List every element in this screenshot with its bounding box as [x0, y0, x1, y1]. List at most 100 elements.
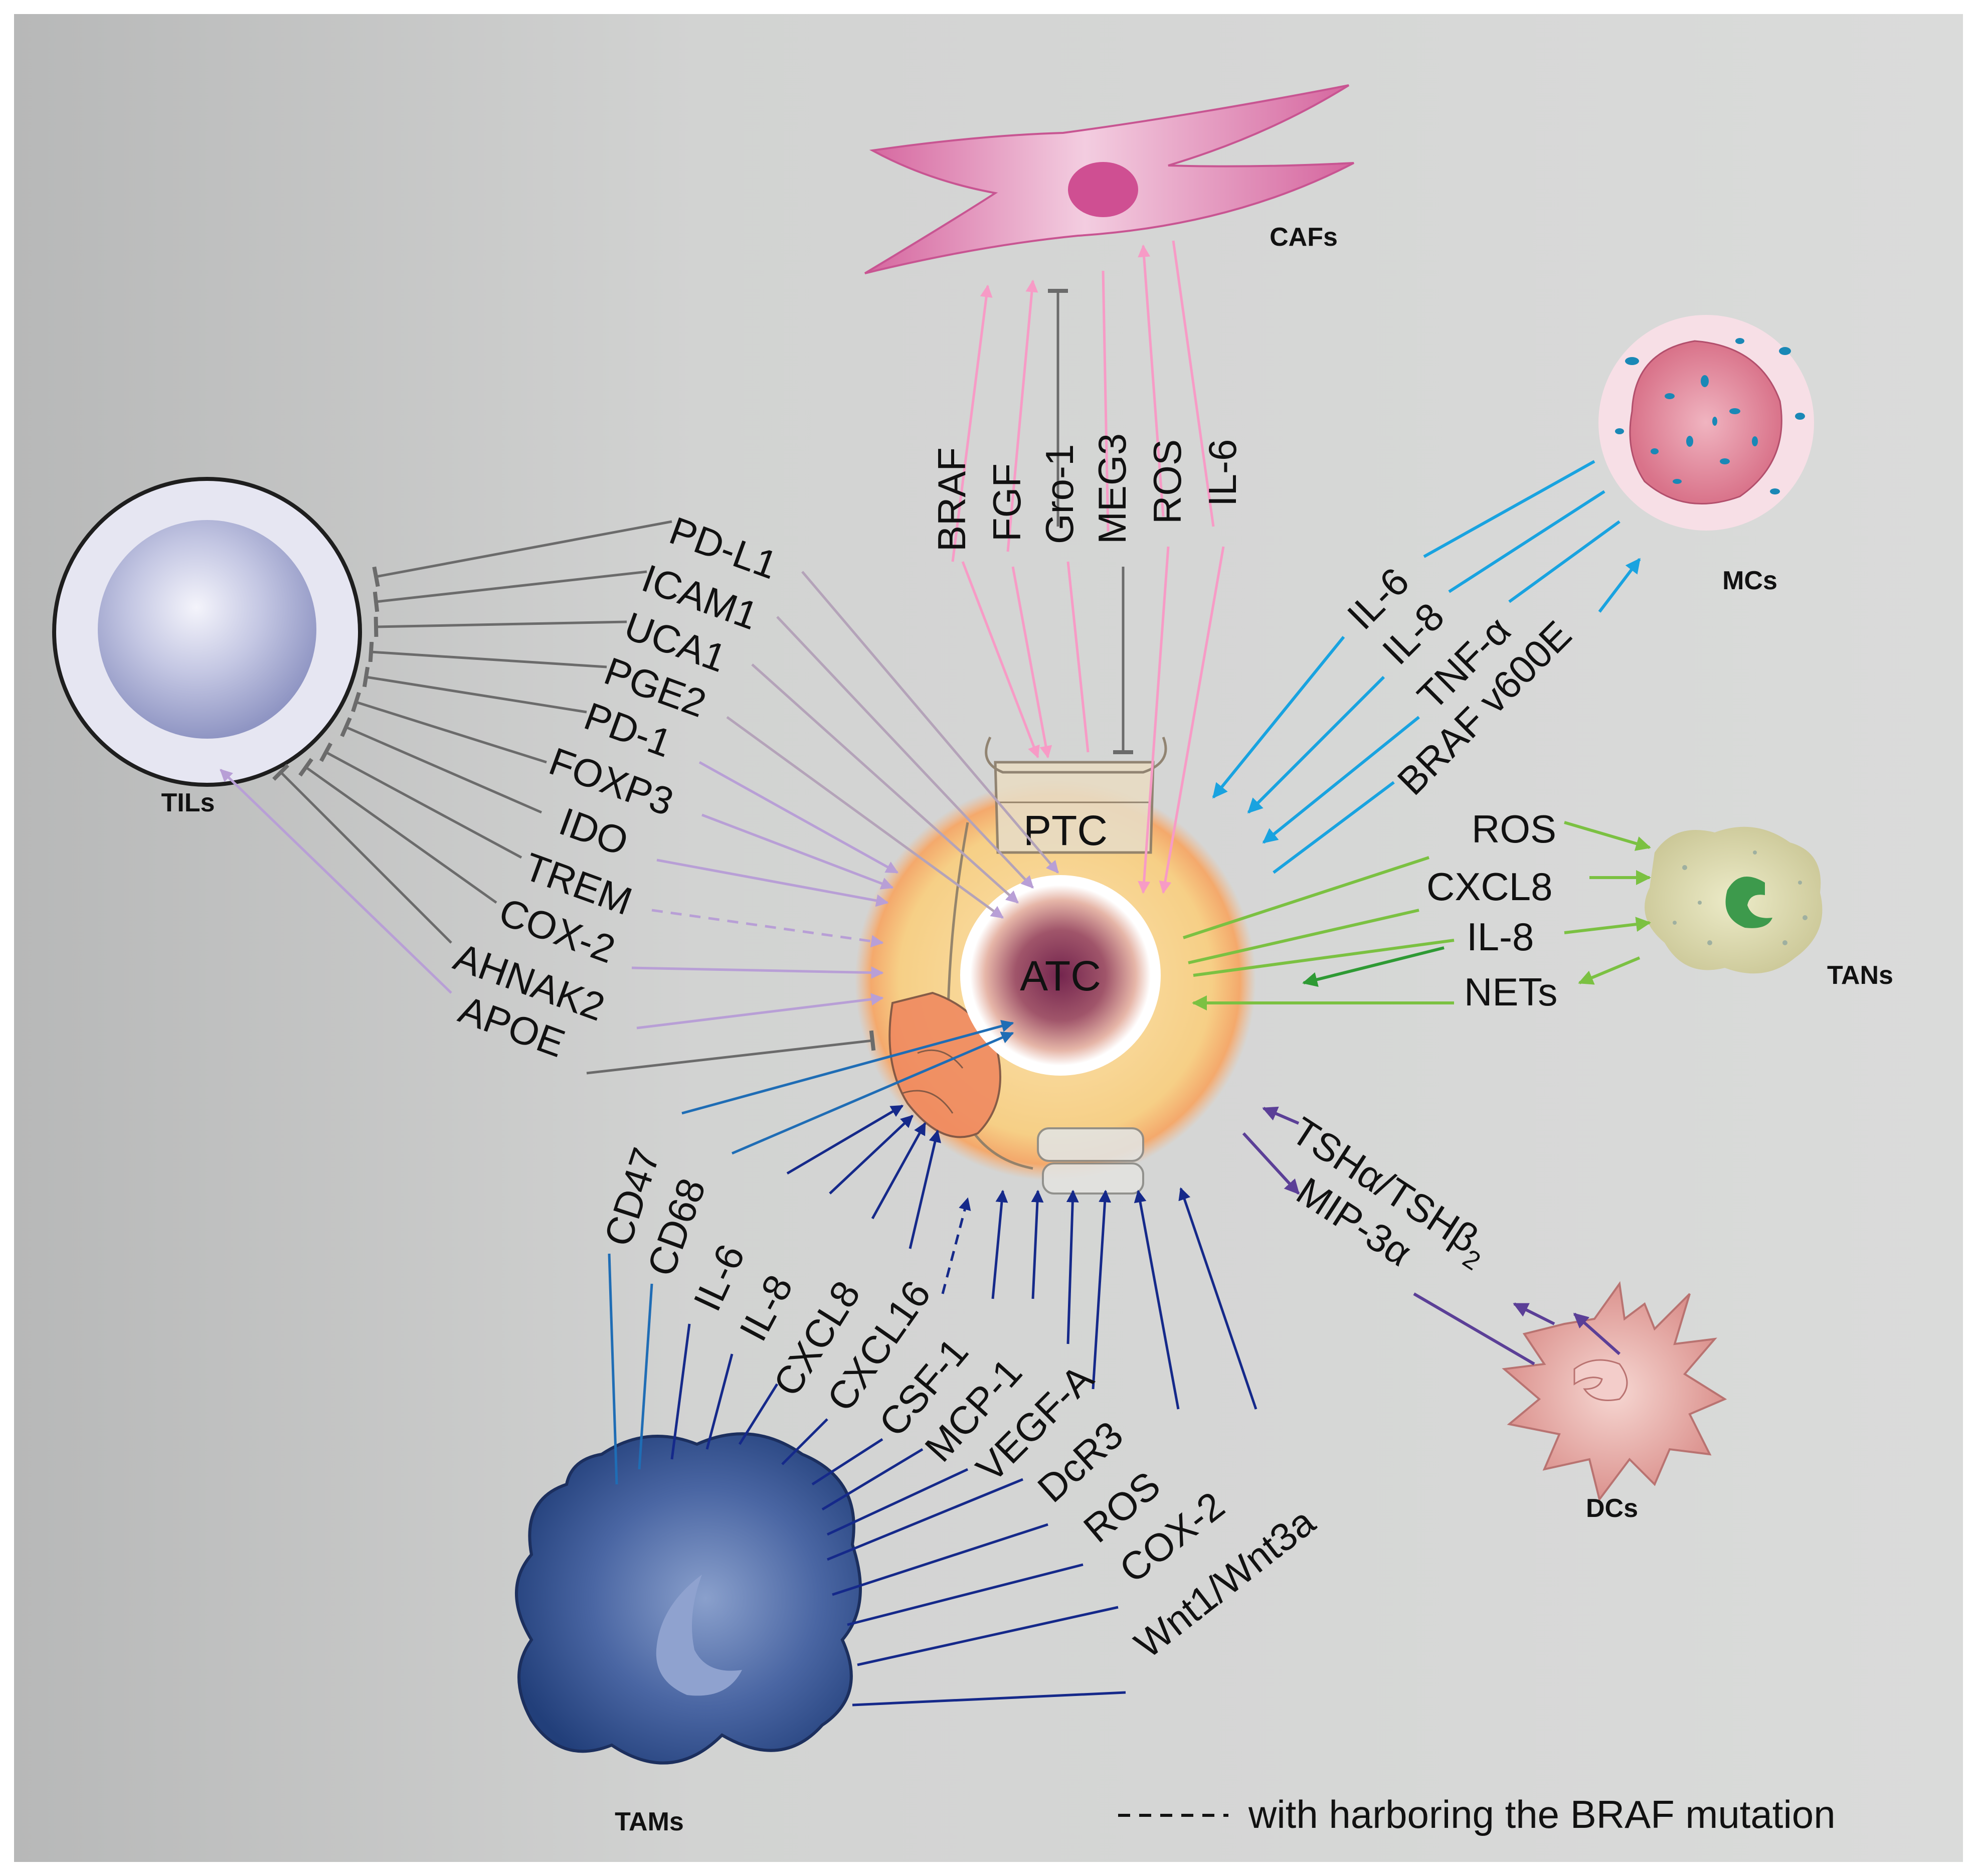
caf-factor-label: ROS [1145, 439, 1189, 524]
til-to-tumor-ahnak2 [636, 993, 884, 1030]
tan-connections [1183, 821, 1651, 1010]
til-line-cox2 [298, 758, 497, 904]
til-to-tumor-pdl1 [801, 571, 1059, 874]
tan-factor-label: NETs [1464, 970, 1557, 1014]
til-to-tumor-icam1 [776, 616, 1034, 889]
dc-connections [1242, 1106, 1621, 1366]
tam-line-cd47 [608, 1253, 618, 1485]
tam-line-cxcl8-in [871, 1122, 927, 1220]
caf-line-ros [1138, 244, 1165, 517]
tan-granules [1673, 850, 1808, 945]
tam-line-ros-in [1092, 1189, 1112, 1390]
til-line-apoe [220, 769, 452, 994]
caf-factor-label: Gro-1 [1037, 444, 1082, 544]
tam-line-il6-in [786, 1104, 904, 1175]
tam-line-vegfa [826, 1468, 969, 1536]
til-to-tumor-uca1 [751, 663, 1019, 904]
atc-label: ATC [1020, 952, 1101, 999]
til-line-ahnak2 [272, 764, 452, 944]
legend: with harboring the BRAF mutation [1118, 1792, 1836, 1836]
tan-line-il8-out [1564, 917, 1651, 934]
tam-line-dcr3 [827, 1478, 1023, 1561]
tam-cell: TAMs [515, 1432, 862, 1836]
caf-factor-label: FGF [985, 463, 1029, 542]
caf-line-il6 [1172, 240, 1215, 527]
dc-nucleus [1573, 1359, 1628, 1401]
mc-line-il8-src [1448, 490, 1605, 593]
tan-factor-label: ROS [1472, 807, 1556, 851]
caf-line-meg3 [1102, 270, 1110, 532]
caf-factor-label: BRAF [930, 447, 974, 552]
tam-connections [608, 1019, 1257, 1707]
tan-line-ros-out [1564, 821, 1651, 851]
tam-line-cox2 [847, 1563, 1084, 1626]
tam-line-cd68 [638, 1283, 653, 1470]
til-line-pd1 [362, 666, 587, 714]
til-line-ido [340, 717, 542, 814]
mc-line-il6-src [1423, 460, 1595, 558]
til-to-tumor-cox2 [631, 966, 884, 979]
til-to-tumor-apoe [586, 1030, 876, 1075]
mc-line-il8 [1247, 675, 1385, 814]
til-to-tumor-ido [656, 859, 889, 907]
ptc-label: PTC [1023, 807, 1108, 854]
mc-line-tnf-src [1508, 520, 1621, 603]
tan-cell: TANs [1645, 826, 1893, 990]
mc-line-braf-src [1598, 558, 1641, 613]
tan-factor-label: IL-8 [1467, 915, 1534, 959]
tam-line-csf1 [811, 1438, 883, 1486]
mc-line-braf [1273, 781, 1395, 874]
tan-line-il8-in [1302, 946, 1445, 987]
caf-factor-labels: BRAF FGF Gro-1 MEG3 ROS IL-6 [930, 433, 1244, 552]
caf-factor-label: MEG3 [1090, 433, 1134, 544]
tan-line-nets-out [1578, 956, 1641, 985]
caf-line-fgf [1006, 279, 1038, 552]
caf-line-fgf-down [1011, 566, 1052, 759]
tan-line-ros [1183, 856, 1429, 939]
tam-line-il6 [670, 1323, 691, 1460]
tam-nucleus [656, 1575, 742, 1696]
caf-line-ros-down [1138, 546, 1170, 894]
tans-label: TANs [1827, 961, 1893, 990]
caf-line-il6-down [1159, 546, 1225, 894]
tam-line-vegfa-in [1031, 1189, 1044, 1299]
mc-granules [1615, 338, 1805, 494]
til-line-trem [319, 742, 522, 859]
til-line-pdl1 [372, 520, 672, 587]
tan-nucleus [1725, 877, 1772, 928]
caf-connections [951, 240, 1225, 894]
dc-cell: DCs [1502, 1281, 1727, 1523]
tam-line-cxcl8 [738, 1383, 779, 1445]
tils-label: TILs [161, 788, 215, 817]
tan-line-cxcl8 [1188, 909, 1419, 964]
tam-line-mcp1-in [991, 1189, 1008, 1299]
caf-cell: CAFs [864, 84, 1354, 274]
til-connections [220, 520, 1059, 1075]
tam-line-il8-in [829, 1115, 914, 1195]
tam-line-ros [832, 1523, 1048, 1596]
cafs-label: CAFs [1270, 223, 1338, 252]
caf-line-braf [951, 284, 993, 562]
dc-line-mip-out [1242, 1132, 1300, 1195]
til-line-foxp3 [351, 692, 547, 764]
caf-nucleus [1068, 162, 1138, 217]
tam-line-dcr3-in [1066, 1189, 1079, 1344]
til-to-tumor-foxp3 [701, 813, 894, 890]
til-cell: TILs [52, 477, 362, 817]
tam-line-cxcl16 [781, 1418, 828, 1465]
mc-cell: MCs [1598, 315, 1814, 595]
thyroid-illustration [888, 736, 1167, 1195]
tan-factor-label: CXCL8 [1426, 865, 1552, 909]
mc-body [1629, 340, 1782, 504]
tan-factor-labels: ROS CXCL8 IL-8 NETs [1426, 807, 1557, 1014]
tan-line-il8 [1193, 939, 1455, 977]
tam-line-cd68-in [732, 1032, 1014, 1155]
til-to-tumor-pge2 [726, 716, 1004, 919]
mc-line-il6 [1212, 636, 1345, 799]
dc-line-tsh-link [1573, 1312, 1621, 1355]
tumor-center: PTC ATC [855, 736, 1256, 1195]
til-line-uca1 [374, 616, 627, 637]
tam-line-il8 [705, 1353, 734, 1450]
